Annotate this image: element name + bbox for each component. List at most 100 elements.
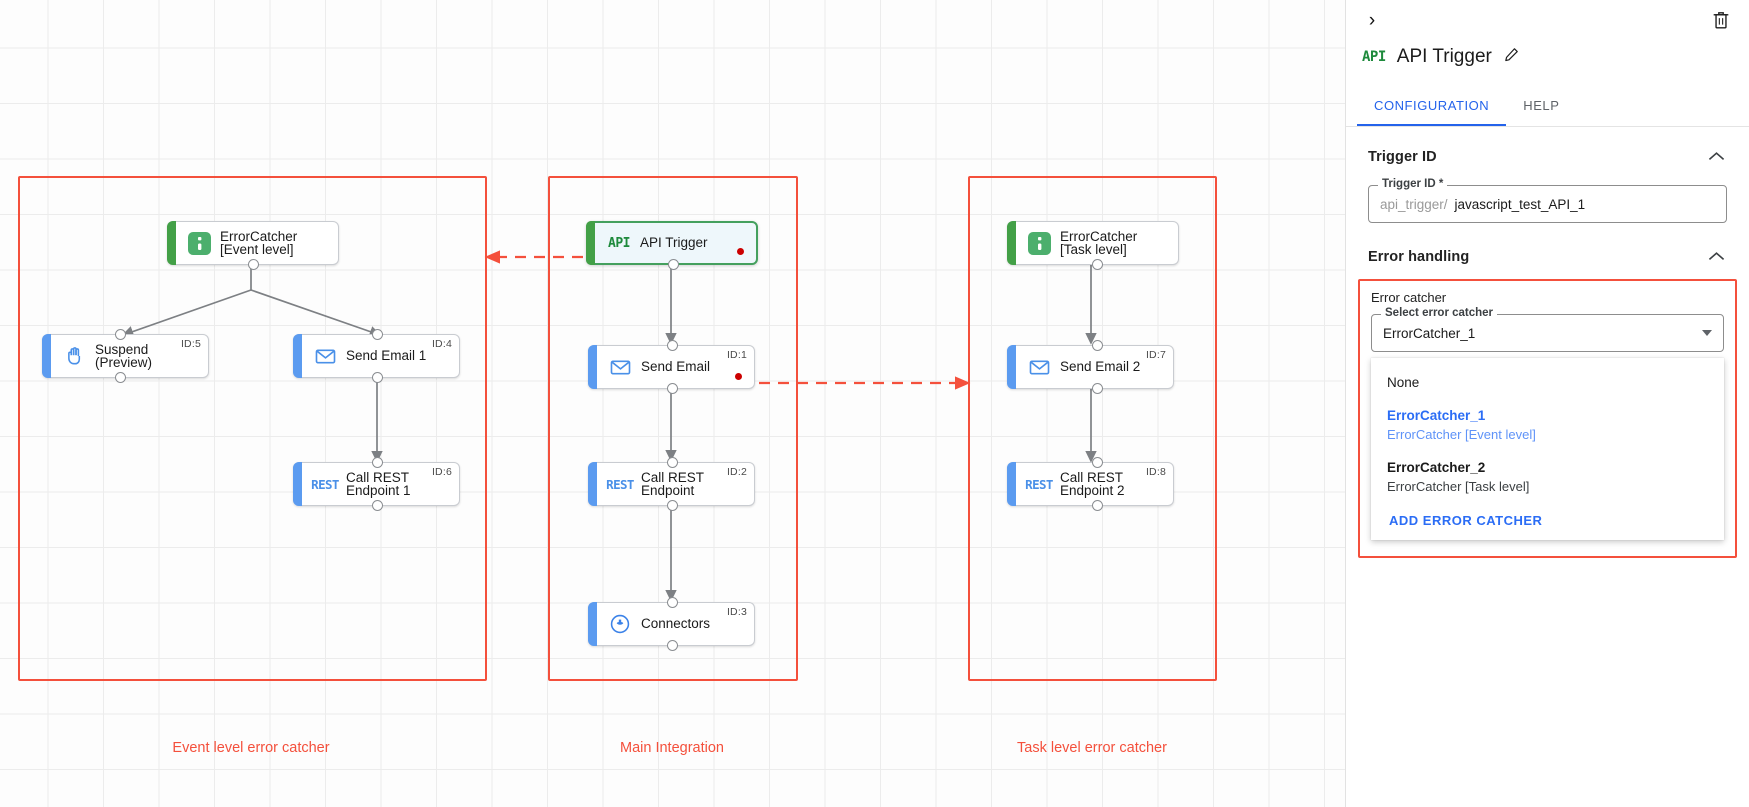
envelope-icon [1022,356,1056,379]
node-send-email-1[interactable]: Send Email 1 ID:4 [293,329,460,383]
tab-configuration[interactable]: CONFIGURATION [1357,88,1507,126]
group-task-level-error-catcher[interactable] [968,176,1217,681]
rest-icon: REST [311,476,339,492]
node-accent-stripe [588,602,597,646]
node-accent-stripe [42,334,51,378]
menu-item-errorcatcher-1[interactable]: ErrorCatcher_1 ErrorCatcher [Event level… [1371,399,1724,451]
node-port-in[interactable] [1092,340,1103,351]
node-id-label: ID:8 [1145,466,1166,478]
node-title: Call REST Endpoint 1 [346,469,411,498]
node-error-dot[interactable] [737,248,744,255]
delete-icon[interactable] [1710,9,1734,33]
menu-item-primary: None [1387,375,1420,390]
node-port-in[interactable] [667,457,678,468]
pencil-icon[interactable] [1503,46,1520,68]
node-connectors[interactable]: Connectors ID:3 [588,597,755,651]
node-title: Call REST Endpoint [641,469,705,498]
trigger-id-field[interactable]: Trigger ID * api_trigger/ javascript_tes… [1368,178,1727,223]
menu-item-secondary: ErrorCatcher [Event level] [1387,427,1536,442]
workflow-canvas[interactable]: Event level error catcher Main Integrati… [0,0,1345,807]
node-error-dot[interactable] [735,373,742,380]
rest-icon: REST [606,476,634,492]
error-catcher-dropdown-menu[interactable]: None ErrorCatcher_1 ErrorCatcher [Event … [1371,358,1724,540]
node-call-rest-endpoint-2[interactable]: REST Call REST Endpoint 2 ID:8 [1007,457,1174,511]
node-port-out[interactable] [1092,500,1103,511]
node-id-label: ID:6 [431,466,452,478]
node-port-out[interactable] [372,500,383,511]
node-port-in[interactable] [667,597,678,608]
menu-item-primary: ErrorCatcher_1 [1387,408,1486,423]
section-title: Trigger ID [1368,149,1437,165]
node-call-rest-endpoint[interactable]: REST Call REST Endpoint ID:2 [588,457,755,511]
node-api-trigger[interactable]: API API Trigger [586,221,758,270]
node-id-label: ID:5 [180,338,201,350]
node-send-email[interactable]: Send Email ID:1 [588,340,755,394]
node-port-in[interactable] [1092,457,1103,468]
collapse-panel-icon[interactable]: › [1368,10,1376,31]
node-call-rest-endpoint-1[interactable]: REST Call REST Endpoint 1 ID:6 [293,457,460,511]
error-catcher-icon [182,231,216,255]
tab-help[interactable]: HELP [1523,98,1560,113]
connectors-icon [603,613,637,635]
node-port-in[interactable] [372,329,383,340]
node-accent-stripe [1007,345,1016,389]
node-port-in[interactable] [372,457,383,468]
envelope-icon [603,356,637,379]
node-accent-stripe [1007,462,1016,506]
envelope-icon [308,345,342,368]
node-title: Send Email 1 [346,348,427,364]
section-error-handling-header[interactable]: Error handling [1346,223,1749,271]
group-main-integration[interactable] [548,176,798,681]
chevron-up-icon[interactable] [1708,150,1725,165]
node-port-out[interactable] [247,259,259,270]
node-id-label: ID:7 [1145,349,1166,361]
node-title: Call REST Endpoint 2 [1060,469,1125,498]
node-id-label: ID:2 [726,466,747,478]
group-label-task-level: Task level error catcher [1017,740,1167,756]
node-port-in[interactable] [115,329,126,340]
group-event-level-error-catcher[interactable] [18,176,487,681]
node-suspend-preview[interactable]: Suspend (Preview) ID:5 [42,329,209,383]
node-title: Send Email [641,359,711,375]
node-title: Connectors [641,616,711,632]
node-port-out[interactable] [667,500,678,511]
node-accent-stripe [588,345,597,389]
menu-item-errorcatcher-2[interactable]: ErrorCatcher_2 ErrorCatcher [Task level] [1371,451,1724,503]
node-errorcatcher-task-level[interactable]: ErrorCatcher [Task level] [1007,221,1179,270]
node-id-label: ID:4 [431,338,452,350]
node-port-in[interactable] [667,340,678,351]
node-port-out[interactable] [372,372,383,383]
menu-item-primary: ErrorCatcher_2 [1387,460,1486,475]
panel-toolbar: › [1346,0,1749,40]
node-title: Suspend (Preview) [95,341,153,370]
trigger-id-prefix: api_trigger/ [1380,196,1448,212]
node-accent-stripe [586,221,595,265]
node-accent-stripe [588,462,597,506]
menu-item-none[interactable]: None [1371,366,1724,399]
node-port-out[interactable] [667,383,678,394]
select-error-catcher[interactable]: Select error catcher ErrorCatcher_1 [1371,307,1724,352]
node-errorcatcher-event-level[interactable]: ErrorCatcher [Event level] [167,221,339,270]
node-port-out[interactable] [667,640,678,651]
node-port-out[interactable] [115,372,126,383]
error-catcher-highlight-box: Error catcher Select error catcher Error… [1358,279,1737,558]
node-port-out[interactable] [1092,383,1103,394]
node-port-out[interactable] [668,259,679,270]
rest-icon: REST [1025,476,1053,492]
select-error-catcher-value: ErrorCatcher_1 [1383,325,1476,341]
section-trigger-id-header[interactable]: Trigger ID [1346,127,1749,171]
trigger-id-input[interactable]: javascript_test_API_1 [1454,196,1586,212]
node-send-email-2[interactable]: Send Email 2 ID:7 [1007,340,1174,394]
page-title: API Trigger [1396,46,1492,67]
node-port-out[interactable] [1092,259,1103,270]
add-error-catcher-button[interactable]: ADD ERROR CATCHER [1389,513,1543,528]
chevron-down-icon[interactable] [1702,330,1712,336]
node-title: Send Email 2 [1060,359,1141,375]
node-id-label: ID:1 [726,349,747,361]
properties-panel: › API API Trigger CONFIGURATION HELP Tri… [1345,0,1749,807]
node-accent-stripe [1007,221,1016,265]
error-catcher-label: Error catcher [1371,290,1447,305]
chevron-up-icon[interactable] [1708,250,1725,265]
node-accent-stripe [293,462,302,506]
node-accent-stripe [167,221,176,265]
